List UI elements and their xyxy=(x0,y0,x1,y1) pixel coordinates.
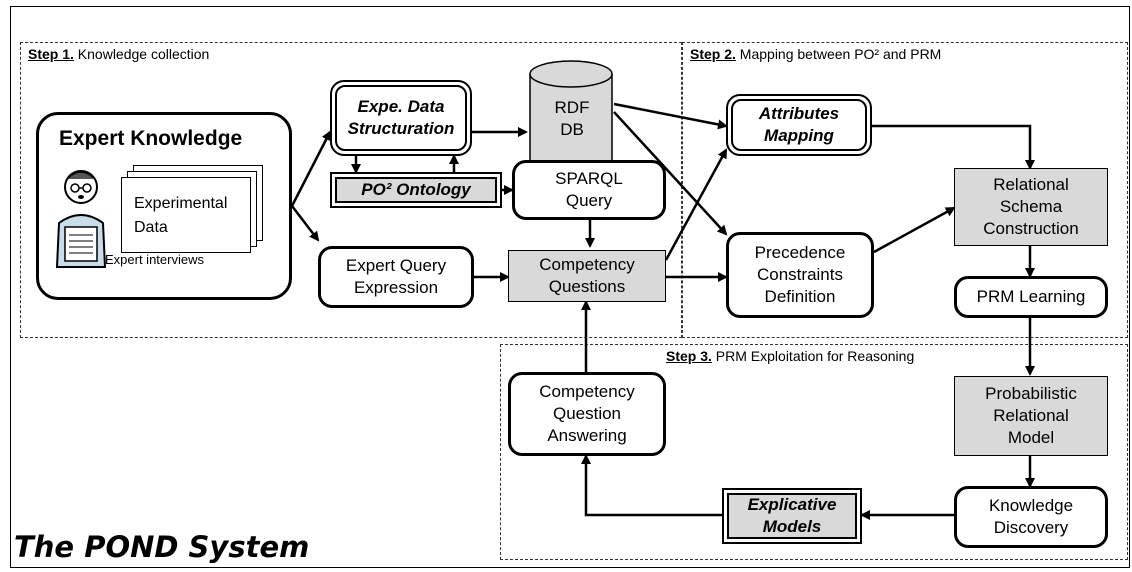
precedence-constraints-box: Precedence Constraints Definition xyxy=(726,232,874,318)
diagram-title: The POND System xyxy=(14,530,310,564)
step3-region xyxy=(500,344,1128,560)
competency-question-answering-box: Competency Question Answering xyxy=(508,372,666,456)
step2-label: Step 2. Mapping between PO² and PRM xyxy=(690,46,941,62)
step2-number: Step 2. xyxy=(690,46,736,62)
experimental-data-document: Experimental Data xyxy=(121,177,251,253)
expe-data-structuration-label: Expe. Data Structuration xyxy=(347,97,455,138)
expert-interviews-label: Expert interviews xyxy=(105,252,204,267)
po2-ontology-label: PO² Ontology xyxy=(361,180,471,199)
probabilistic-relational-model-box: Probabilistic Relational Model xyxy=(954,376,1108,456)
outer-frame xyxy=(10,6,1130,568)
rdf-db-label: RDF DB xyxy=(554,98,590,139)
arrow-cq-to-attr xyxy=(664,148,728,261)
competency-questions-box: Competency Questions xyxy=(508,250,666,302)
prm-learning-label: PRM Learning xyxy=(976,287,1086,306)
step1-region xyxy=(20,42,682,338)
step2-region xyxy=(682,42,1128,338)
arrow-expert-to-expe xyxy=(290,130,332,207)
po2-ontology-box: PO² Ontology xyxy=(330,172,502,208)
experimental-data-text: Experimental Data xyxy=(134,195,228,236)
step1-label: Step 1. Knowledge collection xyxy=(28,46,209,62)
step3-label: Step 3. PRM Exploitation for Reasoning xyxy=(666,348,914,364)
step3-number: Step 3. xyxy=(666,348,712,364)
attributes-mapping-box: Attributes Mapping xyxy=(726,94,872,156)
arrow-rdf-to-attr xyxy=(613,102,728,130)
expert-person-icon xyxy=(55,170,107,268)
relational-schema-label: Relational Schema Construction xyxy=(983,175,1079,238)
arrow-explicative-to-answering xyxy=(581,454,722,517)
probabilistic-relational-model-label: Probabilistic Relational Model xyxy=(985,384,1077,447)
expert-knowledge-box: Expert Knowledge Experimental Data Exper… xyxy=(36,112,292,300)
arrow-prec-to-schema xyxy=(873,206,956,254)
step1-text: Knowledge collection xyxy=(73,46,210,62)
prm-learning-box: PRM Learning xyxy=(954,276,1108,318)
expert-knowledge-title: Expert Knowledge xyxy=(59,127,243,150)
relational-schema-box: Relational Schema Construction xyxy=(954,168,1108,246)
knowledge-discovery-box: Knowledge Discovery xyxy=(954,486,1108,548)
precedence-constraints-label: Precedence Constraints Definition xyxy=(754,243,846,306)
attributes-mapping-label: Attributes Mapping xyxy=(758,104,840,145)
step1-number: Step 1. xyxy=(28,46,74,62)
competency-question-answering-label: Competency Question Answering xyxy=(539,382,635,445)
arrow-rdf-to-prec xyxy=(613,111,728,236)
explicative-models-label: Explicative Models xyxy=(747,495,837,536)
expert-query-expression-label: Expert Query Expression xyxy=(345,256,447,297)
sparql-query-box: SPARQL Query xyxy=(512,160,666,220)
knowledge-discovery-label: Knowledge Discovery xyxy=(988,496,1074,537)
expert-query-expression-box: Expert Query Expression xyxy=(318,246,474,308)
arrow-expert-to-query xyxy=(291,205,320,242)
step2-text: Mapping between PO² and PRM xyxy=(735,46,942,62)
sparql-query-label: SPARQL Query xyxy=(555,169,623,210)
expe-data-structuration-box: Expe. Data Structuration xyxy=(330,80,472,156)
explicative-models-box: Explicative Models xyxy=(722,488,862,544)
arrow-attr-to-schema xyxy=(872,124,1035,170)
step3-text: PRM Exploitation for Reasoning xyxy=(711,348,915,364)
competency-questions-label: Competency Questions xyxy=(539,255,635,296)
